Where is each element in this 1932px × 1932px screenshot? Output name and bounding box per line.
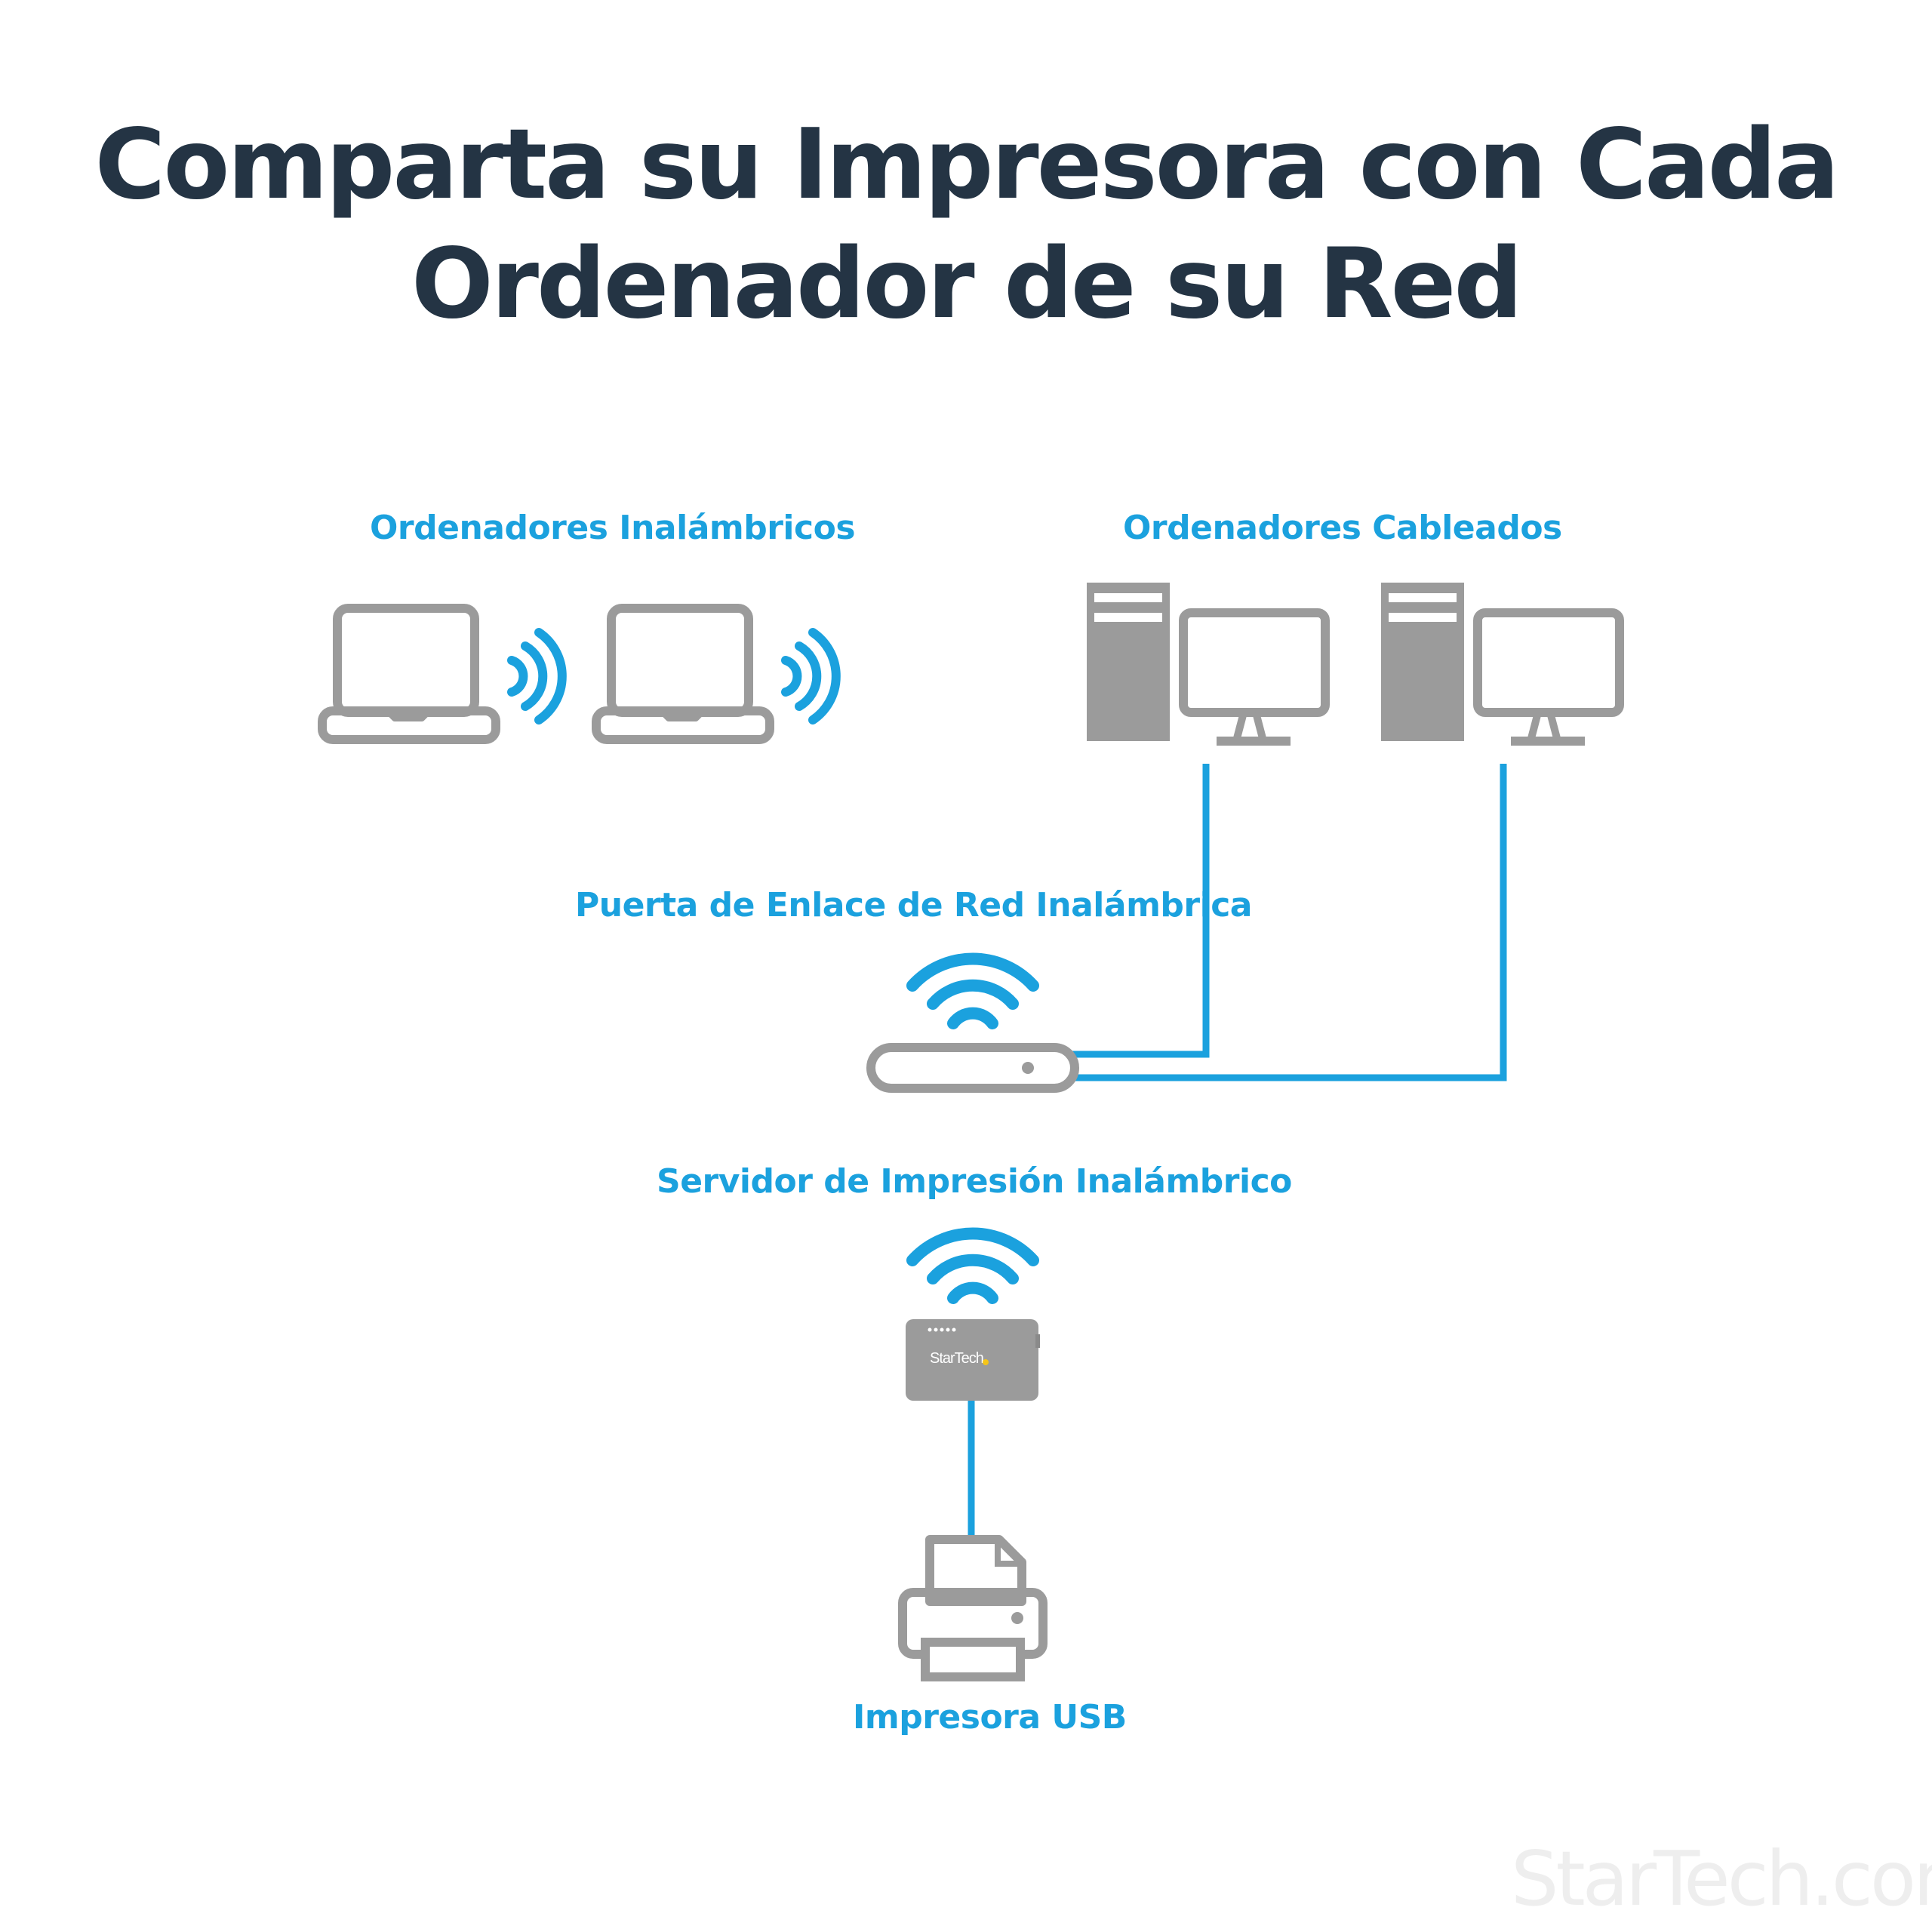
- startech-logo-watermark: StarTech.com: [1511, 1835, 1932, 1923]
- tower: [1087, 583, 1170, 741]
- wired-computers-label: Ordenadores Cableados: [1123, 509, 1562, 547]
- laptop-icon: [318, 604, 500, 744]
- wifi-icon: [906, 952, 1039, 1029]
- gateway-label: Puerta de Enlace de Red Inalámbrica: [575, 886, 1252, 924]
- tower: [1381, 583, 1464, 741]
- cable-desktop-1-to-router: [1072, 764, 1210, 1058]
- print-server-label: Servidor de Impresión Inalámbrico: [657, 1162, 1292, 1201]
- cable-desktop-2-to-router: [1072, 764, 1507, 1081]
- wifi-waves-icon: [507, 628, 567, 724]
- printer-icon: [898, 1535, 1048, 1681]
- desktop-computer-icon: [1381, 583, 1624, 746]
- desktop-computer-icon: [1087, 583, 1330, 746]
- monitor: [1473, 608, 1624, 717]
- monitor: [1179, 608, 1330, 717]
- printer-label: Impresora USB: [853, 1698, 1127, 1737]
- wireless-computers-label: Ordenadores Inalámbricos: [370, 509, 856, 547]
- router-icon: [866, 1043, 1079, 1093]
- page-title: Comparta su Impresora con Cada Ordenador…: [0, 106, 1932, 344]
- laptop-icon: [592, 604, 774, 744]
- print-server-icon: StarTech: [906, 1319, 1040, 1401]
- wifi-icon: [906, 1227, 1039, 1304]
- print-server-brand-label: StarTech: [930, 1350, 983, 1367]
- page-title-line-2: Ordenador de su Red: [411, 228, 1523, 340]
- wifi-waves-icon: [781, 628, 841, 724]
- page-title-line-1: Comparta su Impresora con Cada: [94, 109, 1840, 221]
- network-cables: [968, 764, 1507, 1543]
